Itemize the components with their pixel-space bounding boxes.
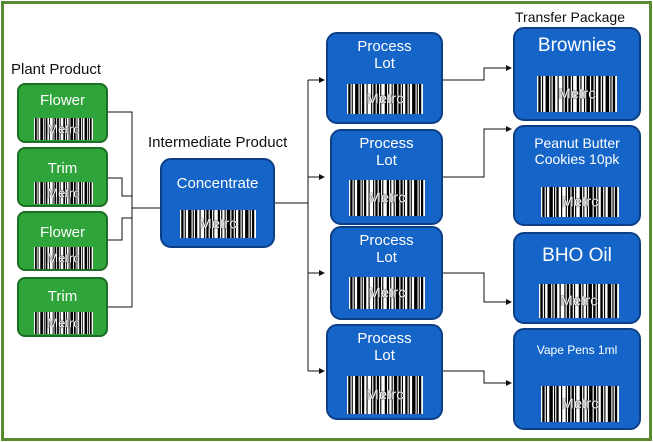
transfer-package-label: Vape Pens 1ml: [536, 343, 618, 357]
process-lot-label: Process Lot: [359, 135, 414, 169]
plant-product-trim-2: Trim Metrc: [17, 277, 108, 337]
plant-product-label: Flower: [39, 224, 85, 241]
barcode: Metrc: [539, 284, 619, 318]
transfer-package-label: Brownies: [537, 35, 617, 56]
barcode: Metrc: [34, 182, 93, 204]
barcode-text: Metrc: [47, 250, 80, 266]
barcode: Metrc: [180, 210, 256, 238]
arrow-to-pkg1: [443, 65, 512, 81]
barcode-text: Metrc: [47, 121, 80, 137]
barcode-text: Metrc: [366, 90, 404, 108]
arrow-to-pkg4: [443, 370, 512, 386]
plant-product-label: Trim: [47, 160, 78, 177]
intermediate-product-concentrate: Concentrate Metrc: [160, 158, 275, 248]
intermediate-label: Concentrate: [176, 175, 259, 192]
barcode: Metrc: [349, 180, 425, 216]
plant-product-trim-1: Trim Metrc: [17, 147, 108, 207]
connector-trim1: [108, 177, 132, 197]
barcode-text: Metrc: [199, 215, 237, 233]
barcode: Metrc: [347, 84, 423, 114]
connector-trim2: [108, 208, 133, 308]
process-lot-label: Process Lot: [359, 232, 414, 266]
barcode-text: Metrc: [561, 193, 599, 211]
barcode: Metrc: [537, 76, 617, 112]
intermediate-product-heading: Intermediate Product: [148, 134, 288, 151]
plant-product-flower-1: Flower Metrc: [17, 83, 108, 143]
transfer-package-label: BHO Oil: [542, 245, 612, 266]
transfer-package-vape-pens: Vape Pens 1ml Metrc: [513, 328, 641, 430]
process-lot-label: Process Lot: [357, 38, 412, 72]
barcode: Metrc: [34, 312, 93, 334]
barcode: Metrc: [34, 247, 93, 269]
barcode: Metrc: [34, 118, 93, 140]
connector-flower2: [108, 217, 132, 241]
arrow-to-pkg2: [443, 126, 512, 178]
transfer-package-brownies: Brownies Metrc: [513, 27, 641, 121]
process-lot-1: Process Lot Metrc: [326, 32, 443, 124]
barcode-text: Metrc: [561, 395, 599, 413]
barcode-text: Metrc: [368, 189, 406, 207]
transfer-package-peanut-butter-cookies: Peanut Butter Cookies 10pk Metrc: [513, 125, 641, 226]
barcode-text: Metrc: [558, 85, 596, 103]
arrow-to-pkg3: [443, 272, 512, 305]
process-lot-3: Process Lot Metrc: [330, 226, 443, 320]
transfer-package-bho-oil: BHO Oil Metrc: [513, 232, 641, 324]
plant-product-flower-2: Flower Metrc: [17, 211, 108, 271]
barcode-text: Metrc: [368, 284, 406, 302]
process-lot-4: Process Lot Metrc: [326, 324, 443, 420]
process-lot-label: Process Lot: [357, 330, 412, 364]
barcode-text: Metrc: [560, 292, 598, 310]
plant-product-heading: Plant Product: [11, 61, 102, 78]
plant-product-label: Flower: [39, 92, 85, 109]
plant-product-label: Trim: [47, 288, 78, 305]
transfer-package-heading: Transfer Package: [515, 9, 625, 25]
barcode: Metrc: [349, 277, 425, 309]
barcode-text: Metrc: [47, 185, 80, 201]
process-lot-2: Process Lot Metrc: [330, 129, 443, 225]
barcode: Metrc: [541, 187, 619, 217]
barcode-text: Metrc: [366, 386, 404, 404]
connector-flower1: [108, 111, 133, 208]
barcode-text: Metrc: [47, 315, 80, 331]
transfer-package-label: Peanut Butter Cookies 10pk: [534, 135, 620, 167]
barcode: Metrc: [347, 376, 423, 414]
barcode: Metrc: [541, 386, 619, 422]
